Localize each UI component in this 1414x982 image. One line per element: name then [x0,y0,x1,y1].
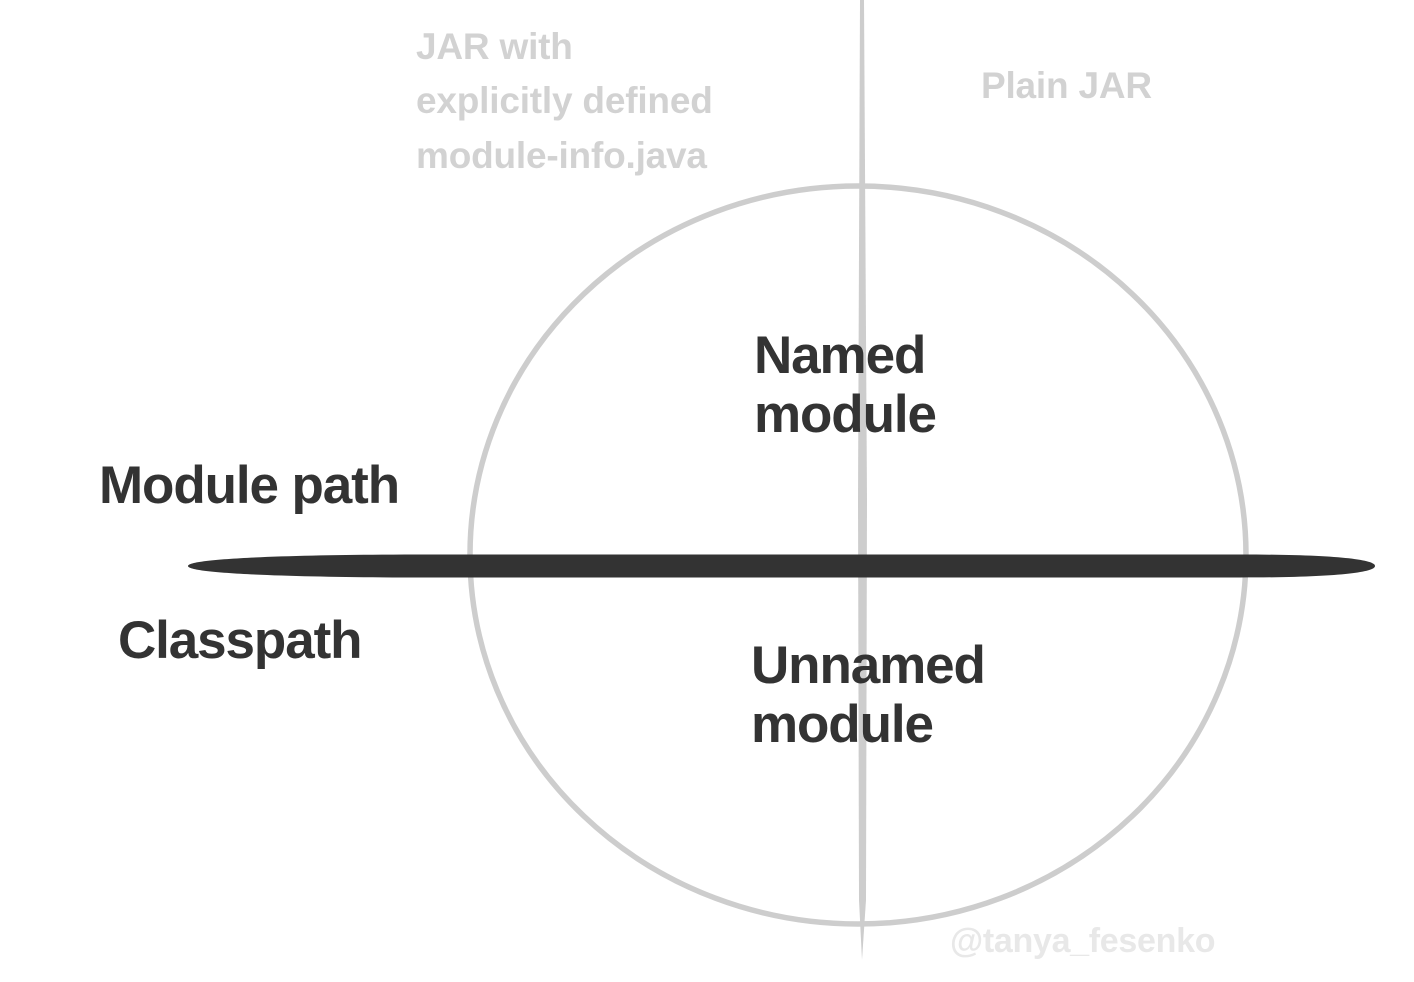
caption-plain-jar: Plain JAR [981,65,1152,106]
caption-jar-with-module-info: JAR with explicitly defined module-info.… [416,26,713,176]
caption-module-path: Module path [99,456,400,515]
author-watermark: @tanya_fesenko [950,922,1216,960]
caption-unnamed-module: Unnamed module [751,636,986,755]
caption-classpath: Classpath [118,611,363,670]
vertical-axis-line [858,0,867,960]
caption-named-module: Named module [754,326,937,445]
horizontal-separator-bar [188,554,1375,578]
